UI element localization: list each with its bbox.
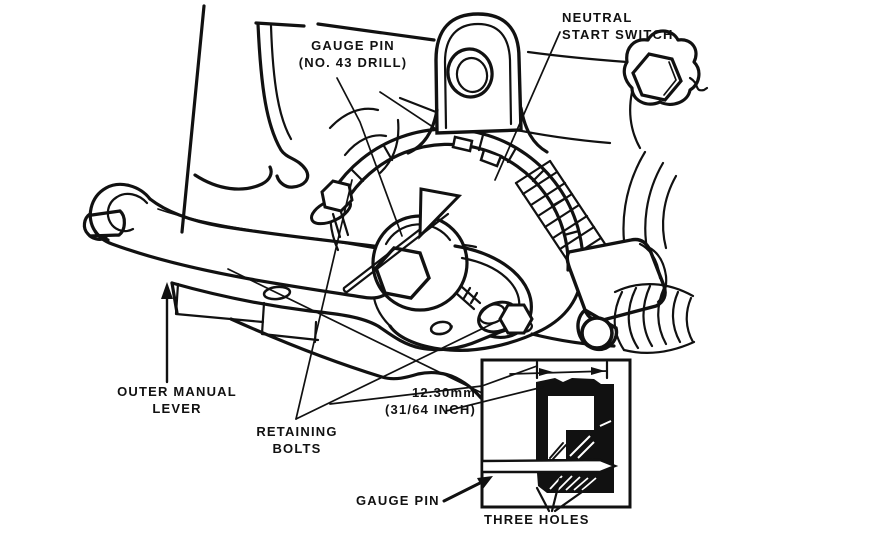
label-line: NEUTRAL [562,10,633,25]
label-line: GAUGE PIN [356,493,440,508]
leader-lines [227,31,561,420]
label-line: START SWITCH [562,27,674,42]
gauge-pin-detail-bar [480,458,619,474]
leader-dimension-b [445,386,544,412]
leader-gauge-pin-a [336,77,403,237]
hose-ribs [613,283,696,354]
rim-block [479,148,503,168]
label-retaining-bolts: RETAINING BOLTS [227,423,367,457]
label-line: RETAINING [256,424,338,439]
leader-detail-callout [227,268,483,394]
leader-retaining-bolt-lower [295,320,499,420]
rim-block [451,135,474,153]
retaining-bolt-lower [454,285,534,335]
label-pin-depth-dimension: 12.30mm (31/64 INCH) [340,384,476,418]
label-neutral-start-switch: NEUTRAL START SWITCH [562,9,674,43]
label-line: OUTER MANUAL [117,384,237,399]
gauge-pin-flag [418,187,463,240]
label-line: 12.30mm [411,385,476,400]
leader-dimension-a [329,365,538,405]
dimension-line [509,360,609,380]
label-three-holes: THREE HOLES [484,511,590,528]
label-line: THREE HOLES [484,512,590,527]
arrow-outer-manual-lever [161,282,173,384]
label-gauge-pin-detail: GAUGE PIN [356,492,440,509]
inset-detail-box [480,358,632,513]
clamp-hole [580,316,614,350]
label-line: GAUGE PIN [311,38,395,53]
mounting-ear [406,12,549,155]
switch-hub-and-bolt [371,214,533,339]
section-profile [536,378,614,493]
label-line: LEVER [152,401,202,416]
arrow-gauge-pin-detail [442,476,493,503]
adjusting-nut-bracket [622,29,709,150]
label-gauge-pin-callout: GAUGE PIN (NO. 43 DRILL) [268,37,438,71]
label-outer-manual-lever: OUTER MANUAL LEVER [92,383,262,417]
retaining-bolt-upper [310,179,354,239]
label-line: (31/64 INCH) [385,402,476,417]
leader-gauge-pin-b [379,91,437,130]
label-line: BOLTS [272,441,322,456]
leader-three-holes [535,477,591,513]
label-line: (NO. 43 DRILL) [298,55,408,70]
gauge-pin [342,187,463,294]
leader-neutral-start-switch [494,31,561,181]
leader-retaining-bolt-upper [295,179,353,420]
hex-nut [631,52,683,102]
arrows [161,282,493,503]
hex-head [498,303,534,335]
